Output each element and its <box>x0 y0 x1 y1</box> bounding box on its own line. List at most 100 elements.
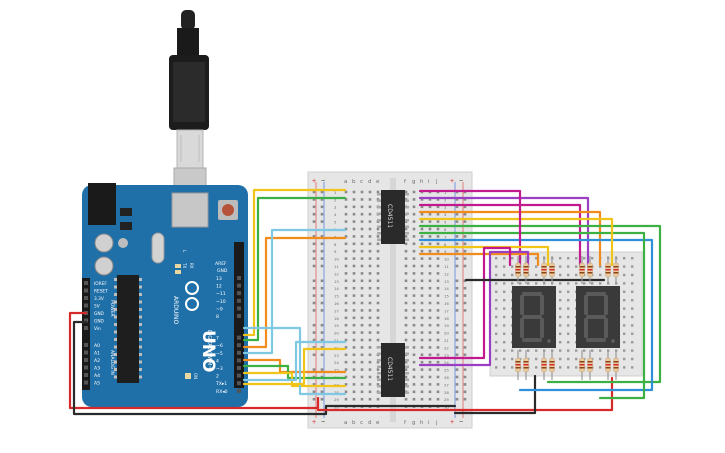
breadboard-hole[interactable] <box>591 282 594 285</box>
rail-hole[interactable] <box>463 397 467 401</box>
breadboard-hole[interactable] <box>360 316 364 320</box>
breadboard-hole[interactable] <box>344 264 348 268</box>
breadboard-hole[interactable] <box>436 331 440 334</box>
breadboard-hole[interactable] <box>436 294 440 297</box>
breadboard-hole[interactable] <box>623 273 626 277</box>
breadboard-hole[interactable] <box>376 294 380 297</box>
breadboard-hole[interactable] <box>344 279 348 283</box>
breadboard-hole[interactable] <box>623 257 626 260</box>
breadboard-hole[interactable] <box>412 257 416 260</box>
breadboard-hole[interactable] <box>344 220 348 223</box>
breadboard-hole[interactable] <box>420 346 424 349</box>
breadboard-hole[interactable] <box>344 309 348 312</box>
breadboard-hole[interactable] <box>344 190 348 194</box>
rail-hole[interactable] <box>455 323 459 327</box>
breadboard-hole[interactable] <box>344 323 348 327</box>
breadboard-hole[interactable] <box>559 349 562 352</box>
breadboard-hole[interactable] <box>344 331 348 334</box>
header-socket[interactable] <box>84 373 88 377</box>
breadboard-hole[interactable] <box>344 316 348 320</box>
breadboard-hole[interactable] <box>535 265 538 268</box>
breadboard-hole[interactable] <box>599 349 602 352</box>
breadboard-hole[interactable] <box>360 323 364 327</box>
breadboard-hole[interactable] <box>503 332 506 335</box>
rail-hole[interactable] <box>455 383 459 386</box>
breadboard-hole[interactable] <box>503 349 506 352</box>
breadboard-hole[interactable] <box>428 235 432 238</box>
breadboard-hole[interactable] <box>428 338 432 342</box>
breadboard-hole[interactable] <box>420 286 424 290</box>
breadboard-hole[interactable] <box>352 272 356 275</box>
breadboard-hole[interactable] <box>376 360 380 364</box>
breadboard-hole[interactable] <box>344 346 348 349</box>
breadboard-hole[interactable] <box>352 286 356 290</box>
breadboard-hole[interactable] <box>599 366 602 369</box>
breadboard-hole[interactable] <box>360 331 364 334</box>
breadboard-hole[interactable] <box>428 242 432 246</box>
breadboard-hole[interactable] <box>376 257 380 260</box>
rail-hole[interactable] <box>463 205 467 209</box>
breadboard-hole[interactable] <box>368 198 372 201</box>
breadboard-hole[interactable] <box>368 205 372 209</box>
breadboard-hole[interactable] <box>631 307 634 310</box>
breadboard-hole[interactable] <box>360 249 364 253</box>
breadboard-hole[interactable] <box>344 205 348 209</box>
breadboard-hole[interactable] <box>420 279 424 283</box>
breadboard-hole[interactable] <box>623 299 626 302</box>
breadboard-hole[interactable] <box>376 375 380 379</box>
breadboard-hole[interactable] <box>368 309 372 312</box>
breadboard-hole[interactable] <box>368 235 372 238</box>
rail-hole[interactable] <box>320 264 324 268</box>
breadboard-hole[interactable] <box>559 324 562 327</box>
breadboard-hole[interactable] <box>404 249 408 253</box>
breadboard-hole[interactable] <box>412 220 416 223</box>
rail-hole[interactable] <box>320 346 324 349</box>
breadboard-hole[interactable] <box>360 397 364 401</box>
breadboard-hole[interactable] <box>436 212 440 216</box>
rail-hole[interactable] <box>320 368 324 371</box>
rail-hole[interactable] <box>320 397 324 401</box>
breadboard-hole[interactable] <box>495 307 498 310</box>
breadboard-hole[interactable] <box>368 264 372 268</box>
breadboard-hole[interactable] <box>352 323 356 327</box>
breadboard-hole[interactable] <box>368 242 372 246</box>
breadboard-hole[interactable] <box>428 249 432 253</box>
header-socket[interactable] <box>84 350 88 355</box>
breadboard-hole[interactable] <box>428 205 432 209</box>
rail-hole[interactable] <box>463 346 467 349</box>
breadboard-hole[interactable] <box>575 282 578 285</box>
breadboard-hole[interactable] <box>599 357 602 361</box>
breadboard-hole[interactable] <box>404 301 408 305</box>
rail-hole[interactable] <box>463 257 467 260</box>
breadboard-hole[interactable] <box>631 282 634 285</box>
breadboard-hole[interactable] <box>436 353 440 357</box>
breadboard-hole[interactable] <box>535 282 538 285</box>
rail-hole[interactable] <box>320 249 324 253</box>
breadboard-hole[interactable] <box>428 264 432 268</box>
breadboard-hole[interactable] <box>511 282 514 285</box>
breadboard-hole[interactable] <box>360 301 364 305</box>
breadboard-hole[interactable] <box>404 360 408 364</box>
header-socket[interactable] <box>237 350 241 355</box>
rail-hole[interactable] <box>463 198 467 201</box>
breadboard-hole[interactable] <box>428 353 432 357</box>
breadboard-hole[interactable] <box>436 309 440 312</box>
breadboard-hole[interactable] <box>412 286 416 290</box>
breadboard-hole[interactable] <box>436 383 440 386</box>
rail-hole[interactable] <box>463 368 467 371</box>
breadboard-hole[interactable] <box>495 282 498 285</box>
breadboard-hole[interactable] <box>436 338 440 342</box>
breadboard-hole[interactable] <box>428 323 432 327</box>
header-socket[interactable] <box>237 343 241 348</box>
rail-hole[interactable] <box>455 301 459 305</box>
rail-hole[interactable] <box>455 212 459 216</box>
breadboard-hole[interactable] <box>368 279 372 283</box>
breadboard-hole[interactable] <box>599 273 602 277</box>
breadboard-hole[interactable] <box>376 286 380 290</box>
breadboard-hole[interactable] <box>503 299 506 302</box>
breadboard-hole[interactable] <box>623 324 626 327</box>
header-socket[interactable] <box>237 298 241 303</box>
breadboard-hole[interactable] <box>376 279 380 283</box>
breadboard-hole[interactable] <box>404 294 408 297</box>
breadboard-hole[interactable] <box>404 272 408 275</box>
